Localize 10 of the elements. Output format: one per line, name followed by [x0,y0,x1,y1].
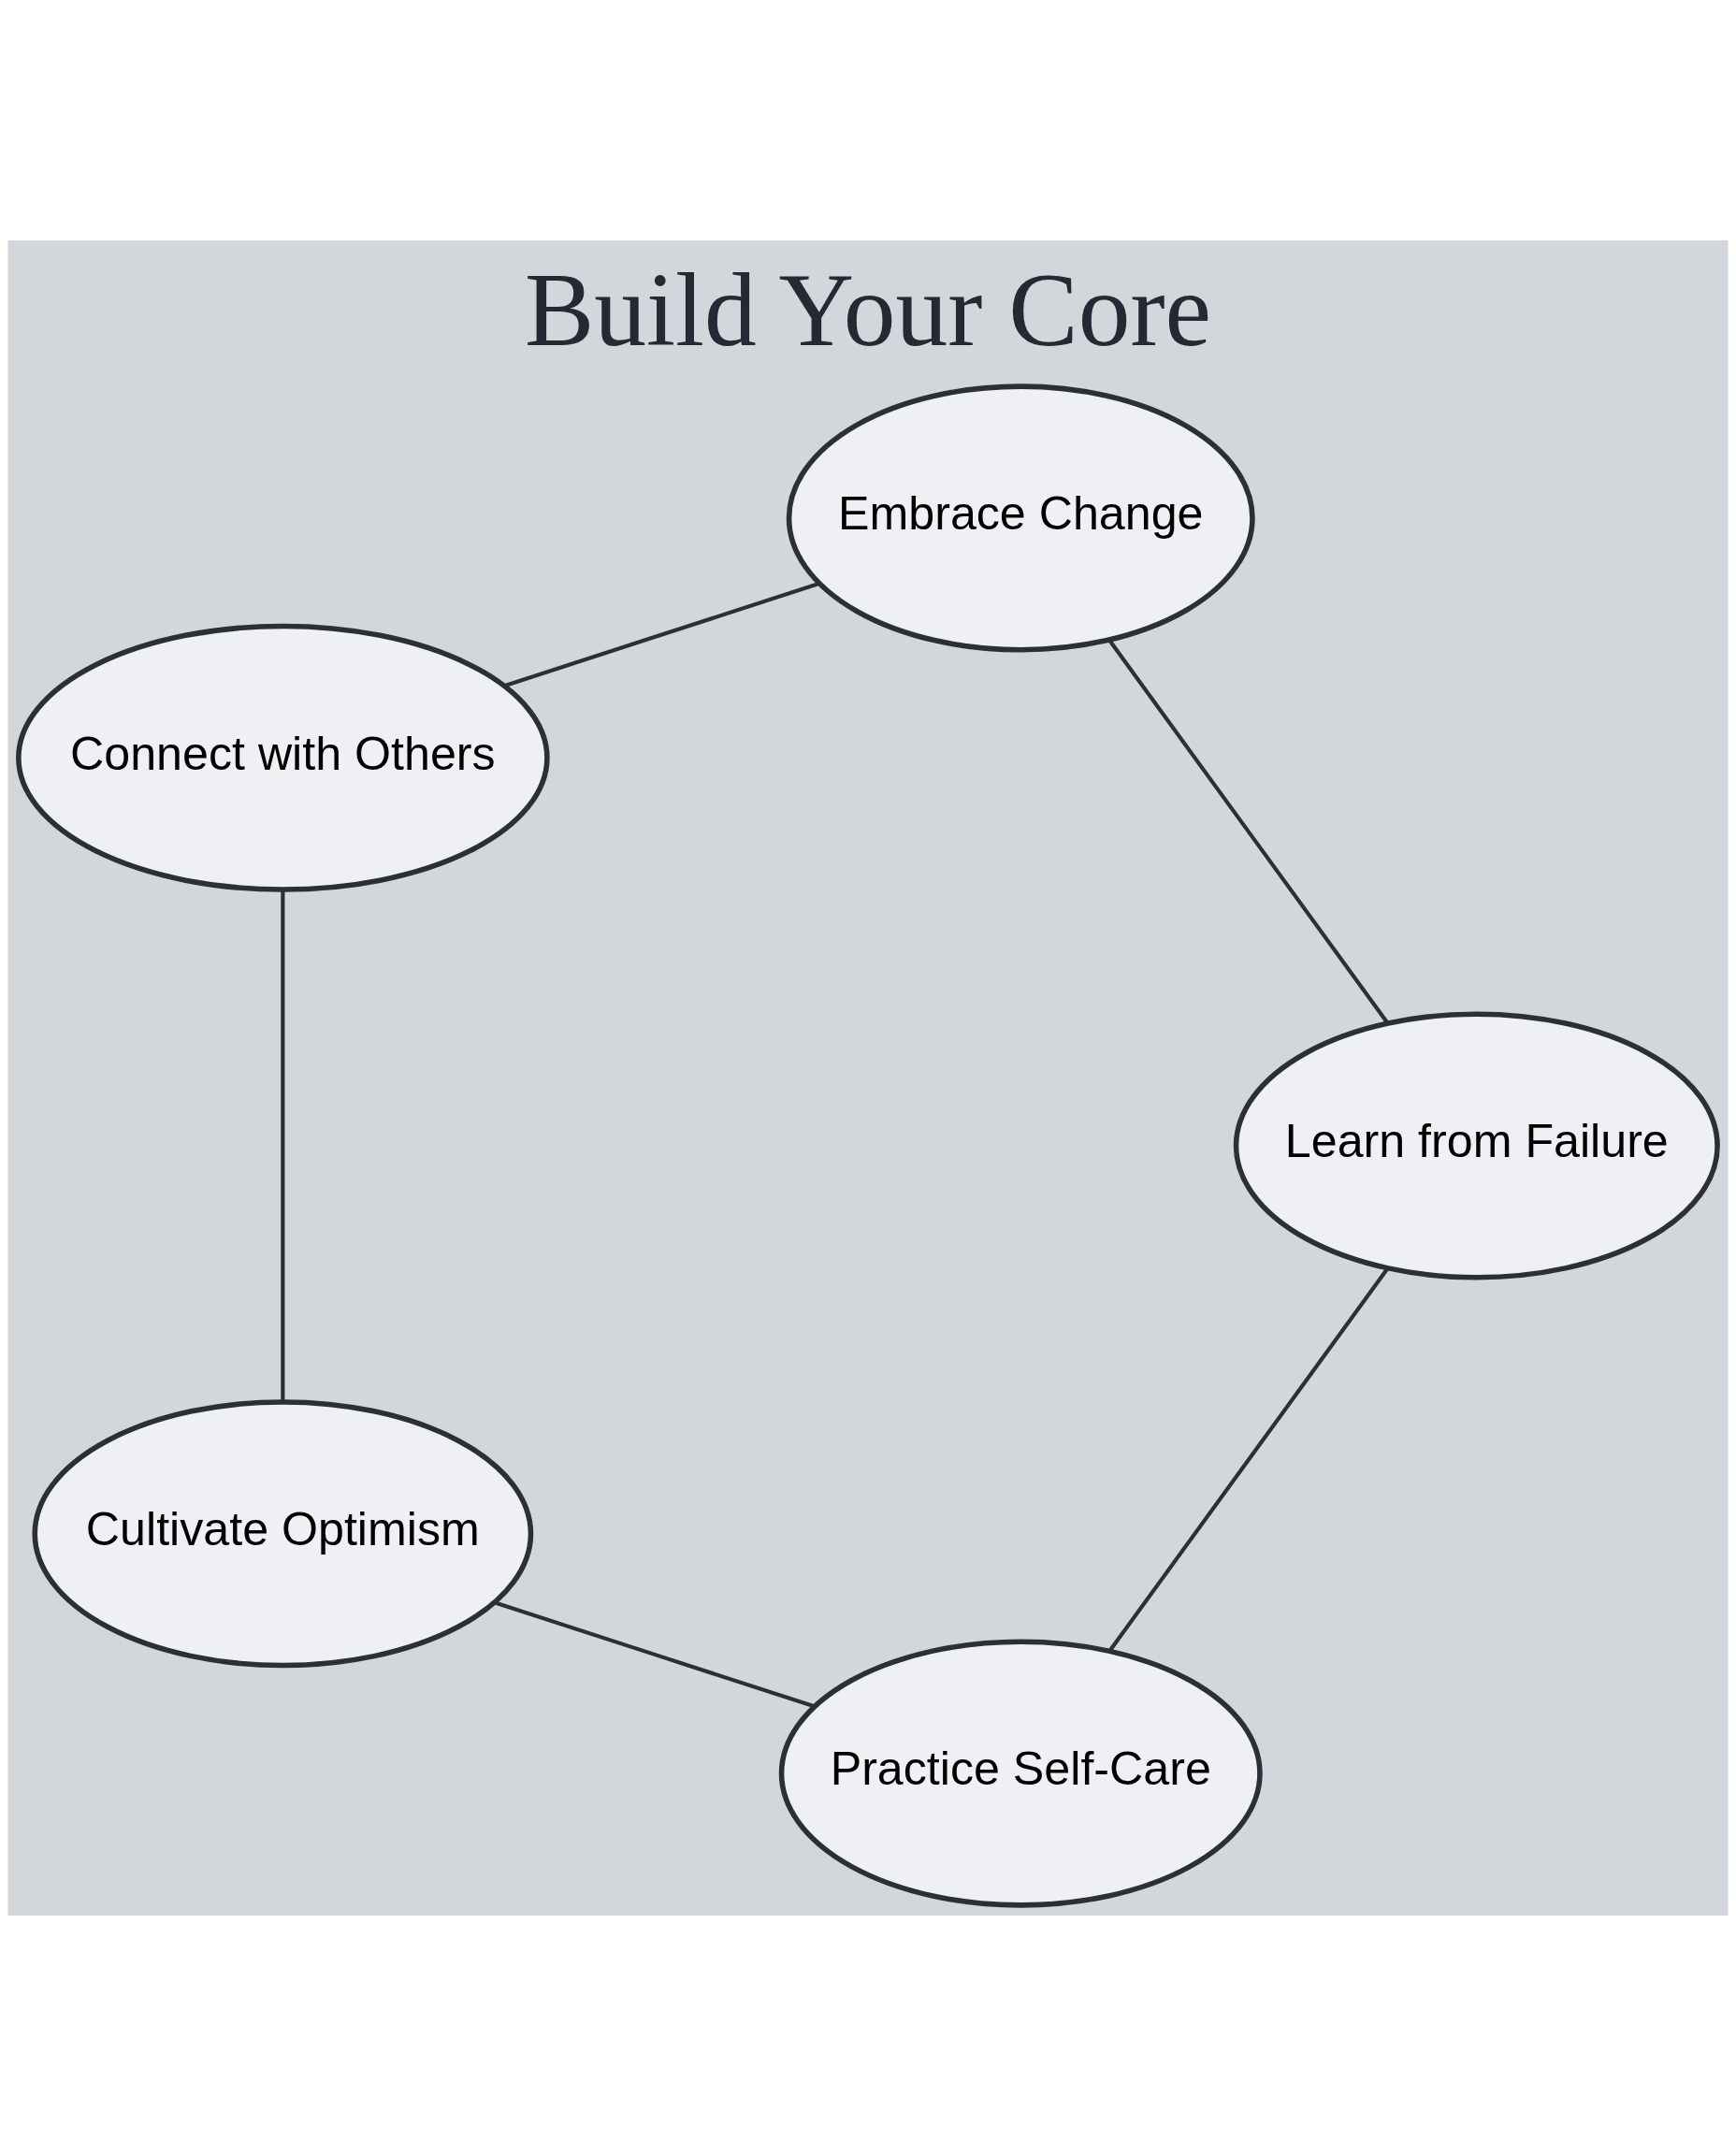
node-ellipse: Practice Self-Care [778,1638,1263,1908]
connector [1108,1266,1390,1651]
node-ellipse: Embrace Change [786,383,1255,652]
connector [281,889,285,1401]
connector [504,581,820,687]
node-ellipse: Cultivate Optimism [32,1398,534,1668]
diagram-title: Build Your Core [524,252,1212,368]
node-ellipse: Learn from Failure [1233,1010,1720,1280]
connector [493,1599,816,1708]
node-ellipse: Connect with Others [16,623,550,892]
